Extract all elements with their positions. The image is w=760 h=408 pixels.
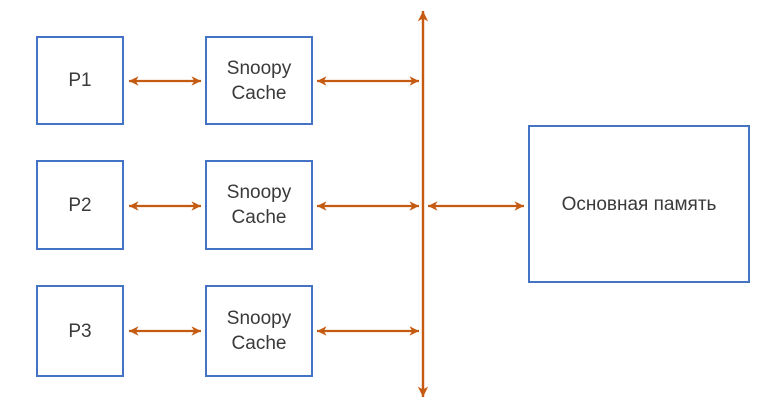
main-memory-box: Основная память bbox=[528, 125, 750, 283]
snoopy-cache-2-box: Snoopy Cache bbox=[205, 160, 313, 250]
snoopy-cache-1-box: Snoopy Cache bbox=[205, 36, 313, 125]
snoopy-cache-3-label: Snoopy Cache bbox=[226, 308, 292, 354]
processor-p1-box: P1 bbox=[36, 36, 124, 125]
processor-p2-box: P2 bbox=[36, 160, 124, 250]
snoopy-cache-2-label: Snoopy Cache bbox=[226, 182, 292, 228]
snoopy-cache-3-box: Snoopy Cache bbox=[205, 285, 313, 377]
processor-p1-label: P1 bbox=[68, 70, 92, 91]
snoopy-cache-1-label: Snoopy Cache bbox=[226, 57, 292, 104]
processor-p3-label: P3 bbox=[68, 320, 92, 342]
processor-p2-label: P2 bbox=[68, 194, 92, 216]
main-memory-label: Основная память bbox=[561, 193, 717, 215]
processor-p3-box: P3 bbox=[36, 285, 124, 377]
